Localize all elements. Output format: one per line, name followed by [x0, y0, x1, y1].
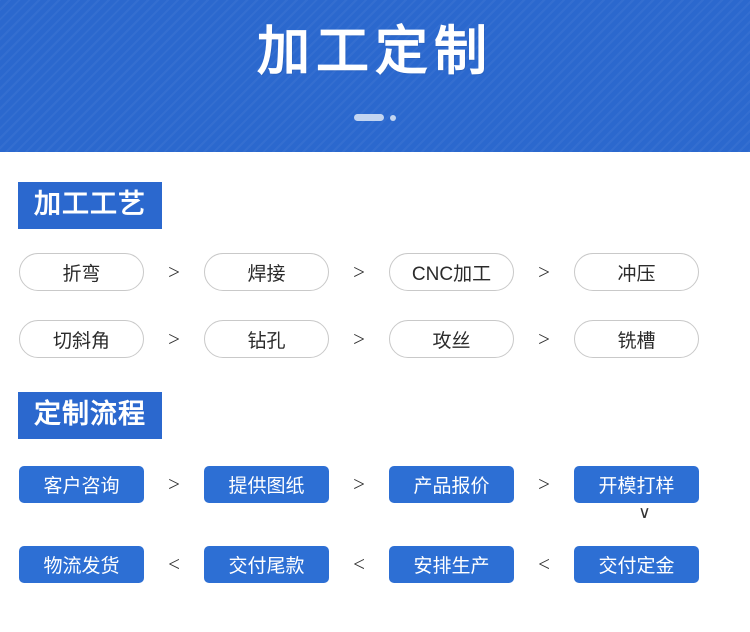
craft-row-1: 折弯 > 焊接 > CNC加工 > 冲压	[0, 253, 750, 291]
section-heading-process: 定制流程	[18, 392, 162, 439]
process-step-arrange-production[interactable]: 安排生产	[389, 546, 514, 583]
chevron-down-icon: ∨	[638, 503, 651, 522]
craft-step-cnc[interactable]: CNC加工	[389, 253, 514, 291]
craft-step-stamping[interactable]: 冲压	[574, 253, 699, 291]
process-step-deposit-payment[interactable]: 交付定金	[574, 546, 699, 583]
arrow-right-icon: >	[353, 326, 365, 351]
process-step-quotation[interactable]: 产品报价	[389, 466, 514, 503]
section-heading-craft: 加工工艺	[18, 182, 162, 229]
arrow-right-icon: >	[538, 259, 550, 284]
process-step-consultation[interactable]: 客户咨询	[19, 466, 144, 503]
process-step-logistics-shipping[interactable]: 物流发货	[19, 546, 144, 583]
craft-row-2: 切斜角 > 钻孔 > 攻丝 > 铣槽	[0, 320, 750, 358]
arrow-left-icon: <	[168, 552, 180, 576]
arrow-right-icon: >	[168, 472, 180, 496]
craft-step-tapping[interactable]: 攻丝	[389, 320, 514, 358]
arrow-right-icon: >	[353, 259, 365, 284]
craft-step-bending[interactable]: 折弯	[19, 253, 144, 291]
decoration-bar-icon	[354, 114, 384, 121]
process-step-provide-drawings[interactable]: 提供图纸	[204, 466, 329, 503]
process-row-1: 客户咨询 > 提供图纸 > 产品报价 > 开模打样	[0, 466, 750, 503]
arrow-left-icon: <	[538, 552, 550, 576]
craft-step-welding[interactable]: 焊接	[204, 253, 329, 291]
decoration-dot-icon	[390, 114, 396, 121]
process-row-2: 物流发货 < 交付尾款 < 安排生产 < 交付定金	[0, 546, 750, 583]
arrow-left-icon: <	[353, 552, 365, 576]
craft-step-slot-milling[interactable]: 铣槽	[574, 320, 699, 358]
page-title: 加工定制	[257, 22, 493, 81]
arrow-right-icon: >	[168, 326, 180, 351]
arrow-right-icon: >	[538, 326, 550, 351]
arrow-right-icon: >	[168, 259, 180, 284]
process-step-mold-sampling[interactable]: 开模打样	[574, 466, 699, 503]
arrow-right-icon: >	[538, 472, 550, 496]
page-content: 加工工艺 折弯 > 焊接 > CNC加工 > 冲压 切斜角 > 钻孔 > 攻丝 …	[0, 152, 750, 583]
arrow-right-icon: >	[353, 472, 365, 496]
banner-decoration	[0, 114, 750, 121]
craft-step-drilling[interactable]: 钻孔	[204, 320, 329, 358]
craft-step-chamfering[interactable]: 切斜角	[19, 320, 144, 358]
process-step-final-payment[interactable]: 交付尾款	[204, 546, 329, 583]
page-banner: 加工定制	[0, 0, 750, 152]
process-connector-row: ∨	[0, 503, 750, 525]
